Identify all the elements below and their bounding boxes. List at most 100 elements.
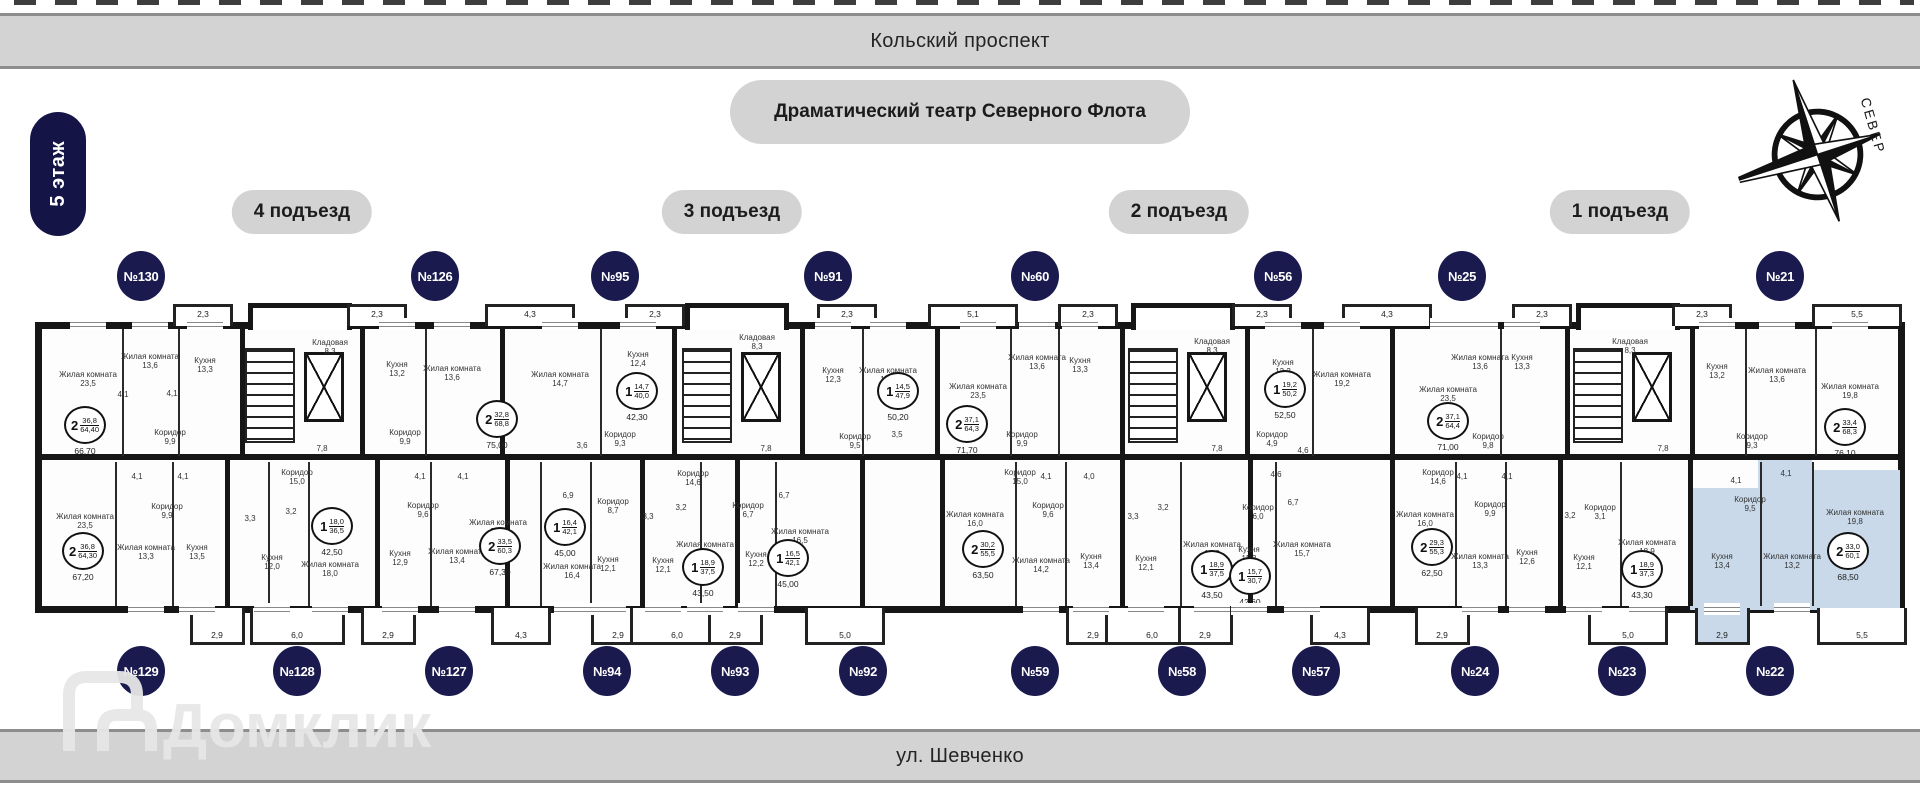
apartment-badge-58[interactable]: №58: [1158, 646, 1206, 696]
room-label: 4,1: [1501, 472, 1513, 481]
room-divider-wall: [1180, 462, 1182, 606]
room-divider-wall: [600, 329, 602, 456]
window: [1832, 318, 1868, 330]
window: [382, 603, 418, 615]
room-divider-wall: [1500, 329, 1502, 456]
window: [1231, 603, 1267, 615]
apartment-divider-wall: [940, 460, 945, 606]
apartment-divider-wall: [500, 329, 505, 456]
apartment-badge-91[interactable]: №91: [804, 251, 852, 301]
room-divider-wall: [1812, 462, 1814, 606]
apartment-badge-24[interactable]: №24: [1451, 646, 1499, 696]
room-label: 6,9: [562, 491, 574, 500]
room-label: 3,2: [675, 503, 687, 512]
room-label: 3,3: [642, 512, 654, 521]
landmark-label: Драматический театр Северного Флота: [774, 101, 1146, 122]
room-divider-wall: [1065, 462, 1067, 606]
apartment-divider-wall: [360, 329, 365, 456]
room-divider-wall: [1745, 329, 1747, 456]
apartment-badge-56[interactable]: №56: [1254, 251, 1302, 301]
mid-wall: [35, 454, 1905, 460]
apartment-divider-wall: [375, 460, 380, 606]
entrance-label-4: 4 подъезд: [231, 190, 373, 234]
highlighted-apartment-region[interactable]: [1690, 488, 1812, 610]
elevator-icon: [1632, 352, 1672, 422]
room-divider-wall: [1275, 462, 1277, 606]
room-divider-wall: [1010, 329, 1012, 456]
entrance-label-1: 1 подъезд: [1549, 190, 1691, 234]
apartment-badge-25[interactable]: №25: [1438, 251, 1486, 301]
stairwell-protrusion: [248, 303, 352, 330]
apartment-badge-60[interactable]: №60: [1011, 251, 1059, 301]
apartment-badge-93[interactable]: №93: [711, 646, 759, 696]
room-divider-wall: [1058, 329, 1060, 456]
apartment-badge-92[interactable]: №92: [839, 646, 887, 696]
elevator-icon: [741, 352, 781, 422]
apartment-badge-22[interactable]: №22: [1746, 646, 1794, 696]
apartment-divider-wall: [225, 460, 230, 606]
window: [620, 318, 656, 330]
window: [645, 603, 681, 615]
apartment-divider-wall: [240, 329, 245, 456]
window: [1629, 603, 1665, 615]
room-label: 3,6: [576, 441, 588, 450]
room-label: 7,8: [1657, 444, 1669, 453]
top-dashed-edge: [14, 0, 1914, 5]
stairwell-protrusion: [685, 303, 789, 330]
room-label: 6,7: [1287, 498, 1299, 507]
apartment-badge-128[interactable]: №128: [273, 646, 321, 696]
room-divider-wall: [1312, 329, 1314, 456]
landmark-pill: Драматический театр Северного Флота: [730, 80, 1190, 144]
apartment-badge-59[interactable]: №59: [1011, 646, 1059, 696]
apartment-badge-21[interactable]: №21: [1756, 251, 1804, 301]
room-label: 4,1: [414, 472, 426, 481]
window: [554, 603, 590, 615]
room-divider-wall: [172, 462, 174, 606]
apartment-badge-57[interactable]: №57: [1292, 646, 1340, 696]
apartment-badge-94[interactable]: №94: [583, 646, 631, 696]
apartment-badge-95[interactable]: №95: [591, 251, 639, 301]
apartment-badge-126[interactable]: №126: [411, 251, 459, 301]
apartment-divider-wall: [1565, 329, 1570, 456]
room-divider-wall: [1815, 329, 1817, 456]
room-label: 3,2: [1564, 511, 1576, 520]
apartment-badge-127[interactable]: №127: [425, 646, 473, 696]
apartment-badge-23[interactable]: №23: [1598, 646, 1646, 696]
apartment-divider-wall: [800, 329, 805, 456]
window: [1699, 318, 1735, 330]
floor-badge[interactable]: 5 этаж: [30, 112, 86, 236]
apartment-badge-130[interactable]: №130: [117, 251, 165, 301]
highlighted-apartment-region[interactable]: [1758, 460, 1812, 490]
apartment-divider-wall: [1688, 460, 1693, 606]
